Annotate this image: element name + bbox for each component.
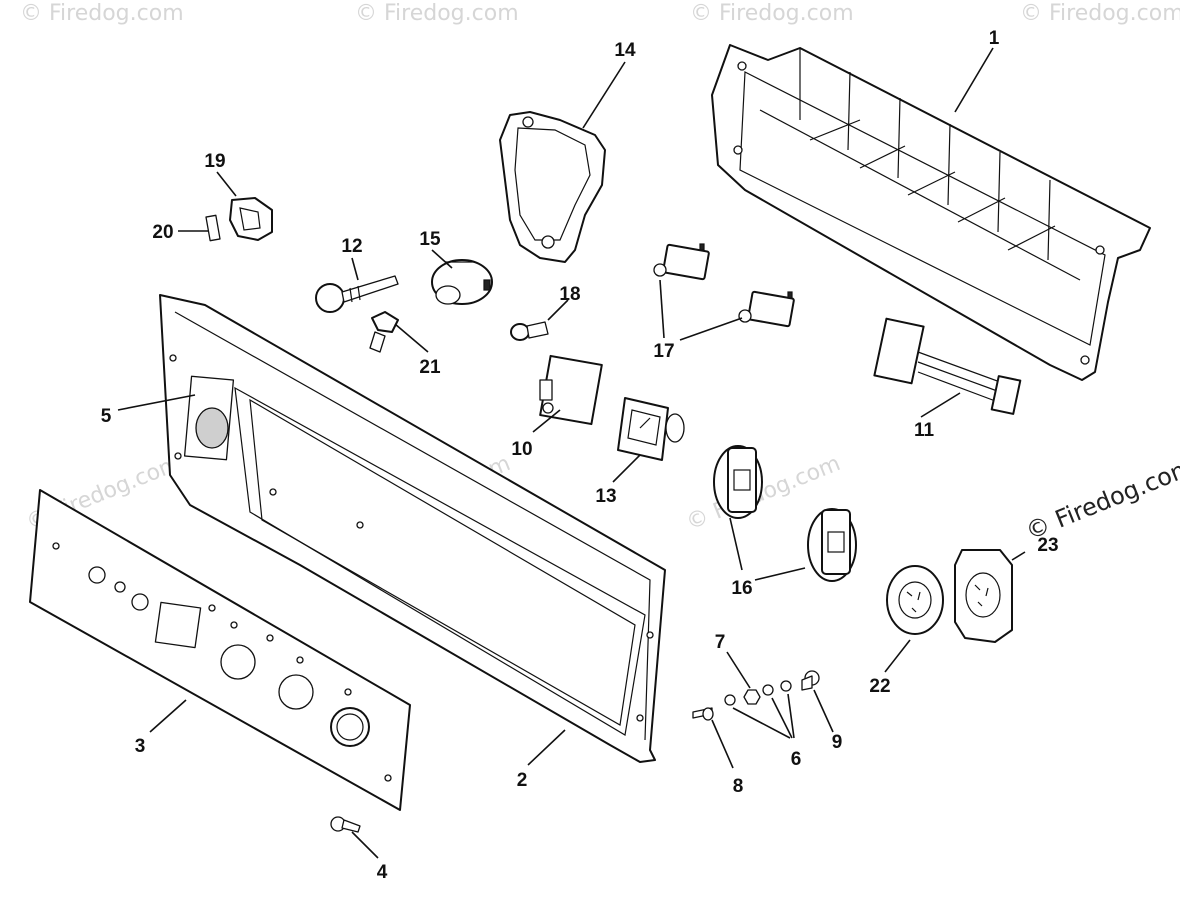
callout-3: 3 bbox=[135, 736, 146, 757]
part-8-bolt bbox=[692, 707, 714, 721]
part-4-screw bbox=[330, 816, 361, 833]
part-12-knob bbox=[315, 275, 399, 313]
callout-11: 11 bbox=[914, 420, 935, 441]
part-16-receptacle-upper bbox=[713, 445, 763, 519]
watermark-text: © Firedog.com bbox=[1020, 1, 1180, 26]
callout-22: 22 bbox=[869, 676, 890, 697]
callout-9: 9 bbox=[832, 732, 843, 753]
callout-numbers: 1 2 3 4 5 6 7 8 9 10 11 12 13 14 15 16 1… bbox=[101, 28, 1059, 883]
leader-lines bbox=[117, 47, 1026, 859]
callout-17: 17 bbox=[653, 341, 674, 362]
callout-20: 20 bbox=[152, 222, 173, 243]
callout-8: 8 bbox=[733, 776, 744, 797]
part-6-washers bbox=[724, 680, 792, 706]
callout-2: 2 bbox=[517, 770, 528, 791]
callout-21: 21 bbox=[419, 357, 441, 378]
part-10-breaker bbox=[539, 354, 603, 426]
part-7-nut bbox=[743, 689, 761, 705]
part-11-harness bbox=[873, 317, 1022, 415]
watermark-text: © Firedog.com bbox=[20, 1, 184, 26]
callout-23: 23 bbox=[1037, 535, 1058, 556]
part-1-housing-tray bbox=[711, 44, 1151, 381]
firedog-watermark: © Firedog.com bbox=[1022, 453, 1180, 546]
callout-1: 1 bbox=[989, 28, 1000, 49]
callout-16: 16 bbox=[731, 578, 752, 599]
part-23-twistlock bbox=[954, 549, 1013, 643]
part-3-faceplate bbox=[29, 489, 411, 811]
callout-14: 14 bbox=[614, 40, 636, 61]
part-16-receptacle-lower bbox=[807, 508, 857, 582]
part-17-breaker-lower bbox=[738, 290, 795, 328]
callout-5: 5 bbox=[101, 406, 112, 427]
watermark-text: © Firedog.com bbox=[355, 1, 519, 26]
watermark-text: © Firedog.com bbox=[690, 1, 854, 26]
callout-6: 6 bbox=[791, 749, 802, 770]
callout-10: 10 bbox=[511, 439, 532, 460]
part-18-lamp bbox=[510, 321, 549, 341]
callout-4: 4 bbox=[377, 862, 388, 883]
part-22-outlet bbox=[886, 565, 944, 635]
part-9-screw bbox=[801, 670, 820, 691]
part-13-meter bbox=[617, 397, 685, 461]
part-21-key bbox=[369, 311, 399, 353]
callout-13: 13 bbox=[595, 486, 616, 507]
part-20-clip bbox=[205, 214, 221, 242]
part-2-panel-frame bbox=[159, 294, 666, 763]
callout-7: 7 bbox=[715, 632, 726, 653]
part-19-handle bbox=[229, 197, 273, 241]
callout-12: 12 bbox=[341, 236, 362, 257]
callout-18: 18 bbox=[559, 284, 580, 305]
callout-19: 19 bbox=[204, 151, 225, 172]
part-15-rotary-switch bbox=[431, 259, 493, 305]
part-17-breaker-upper bbox=[653, 243, 710, 281]
callout-15: 15 bbox=[419, 229, 441, 250]
part-14-bracket bbox=[499, 111, 606, 263]
